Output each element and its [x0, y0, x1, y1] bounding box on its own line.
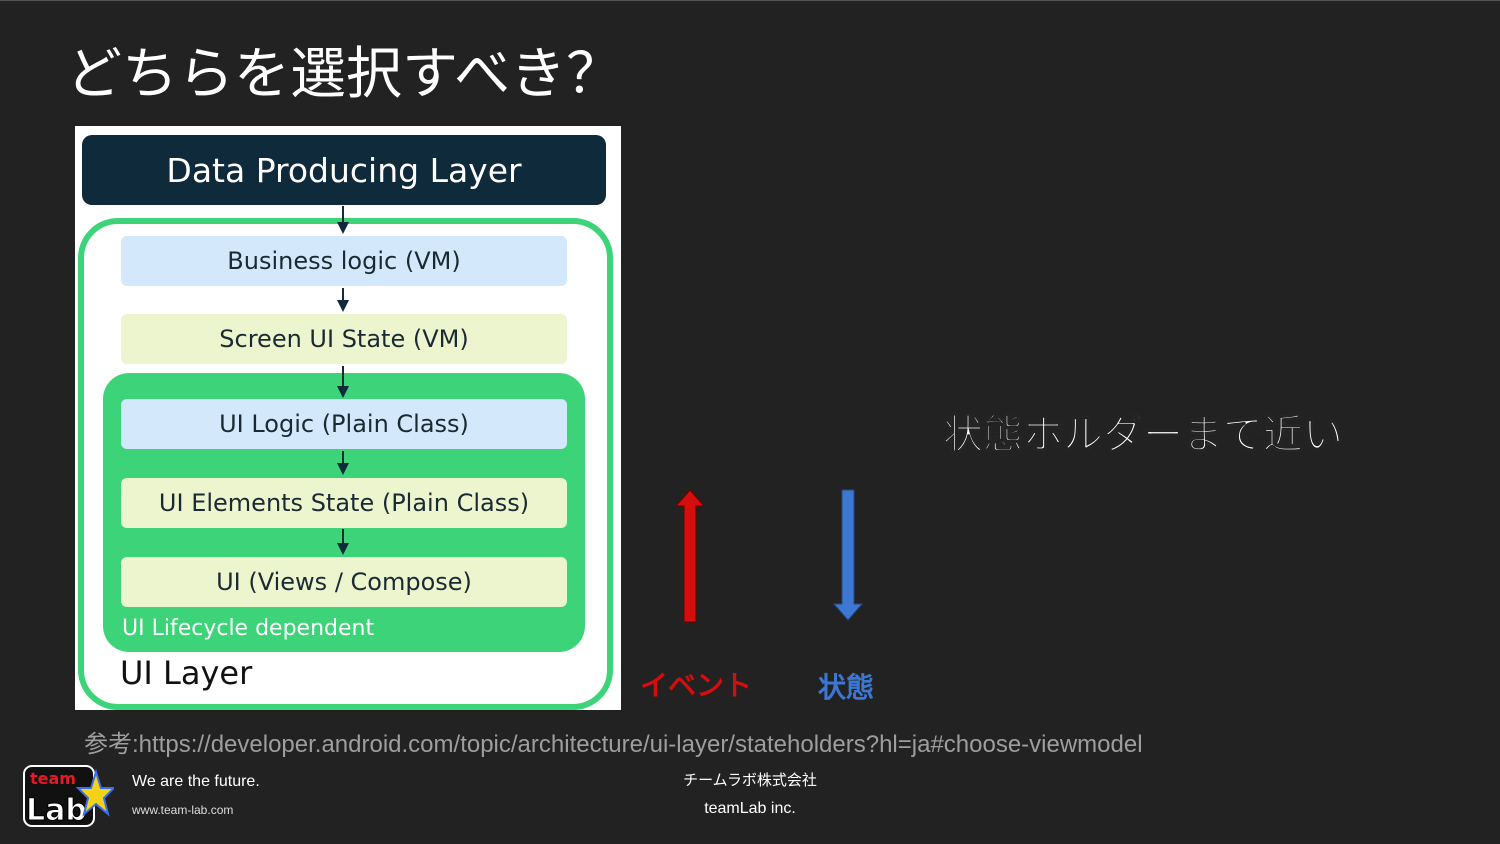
svg-text:Lab: Lab [26, 793, 87, 828]
ui-logic-box: UI Logic (Plain Class) [121, 399, 567, 449]
arrow-down-icon [337, 366, 349, 398]
website-link[interactable]: www.team-lab.com [132, 803, 234, 817]
arrow-down-icon [337, 288, 349, 312]
teamlab-logo: team Lab [23, 765, 114, 829]
arrow-down-icon [337, 451, 349, 475]
top-divider [0, 0, 1500, 1]
event-up-arrow-icon [674, 489, 706, 623]
event-label: イベント [640, 669, 753, 702]
ui-layer-label: UI Layer [120, 654, 253, 692]
company-name-ja: チームラボ株式会社 [683, 771, 817, 789]
state-down-arrow-icon [832, 489, 864, 621]
arrow-down-icon [337, 529, 349, 555]
architecture-diagram: Data Producing Layer Business logic (VM)… [75, 126, 621, 710]
ui-views-compose-box: UI (Views / Compose) [121, 557, 567, 607]
screen-ui-state-box: Screen UI State (VM) [121, 314, 567, 364]
slide-title: どちらを選択すべき？ [66, 42, 623, 107]
business-logic-box: Business logic (VM) [121, 236, 567, 286]
reference-link[interactable]: 参考:https://developer.android.com/topic/a… [84, 731, 1143, 758]
arrow-down-icon [337, 206, 349, 234]
callout-text: 状態ホルダーまで近い [943, 412, 1344, 459]
company-name-en: teamLab inc. [704, 800, 796, 817]
ui-elements-state-box: UI Elements State (Plain Class) [121, 478, 567, 528]
data-producing-layer-box: Data Producing Layer [82, 135, 606, 205]
tagline: We are the future. [132, 773, 260, 790]
svg-text:team: team [30, 769, 76, 788]
state-label: 状態 [818, 671, 875, 704]
lifecycle-label: UI Lifecycle dependent [122, 616, 375, 641]
